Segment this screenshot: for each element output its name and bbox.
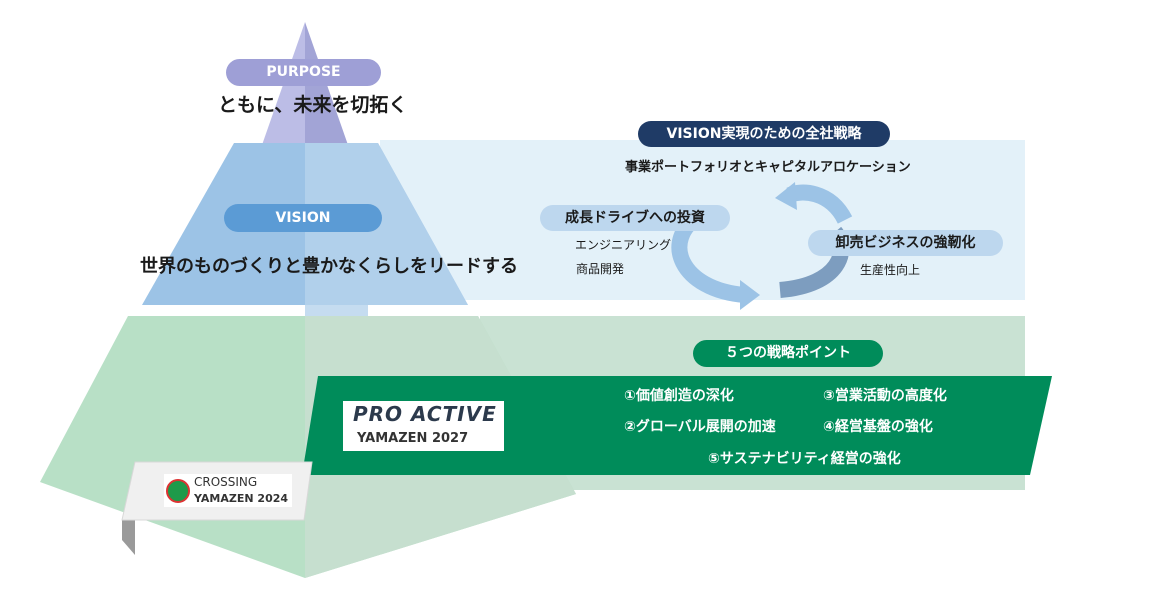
point-item: ①価値創造の深化: [624, 388, 734, 404]
points-title: ５つの戦略ポイント: [693, 340, 883, 367]
wholesale-item: 生産性向上: [860, 263, 921, 277]
point-item: ③営業活動の高度化: [823, 388, 947, 404]
wholesale-label: 卸売ビジネスの強靭化: [808, 230, 1003, 256]
vision-tier-highlight: [305, 143, 468, 350]
purpose-text: ともに、未来を切拓く: [218, 94, 408, 116]
crossing-emblem-icon: [166, 479, 190, 503]
vision-label: VISION: [224, 204, 382, 232]
point-item: ②グローバル展開の加速: [624, 419, 776, 435]
proactive-logo: PRO ACTIVE YAMAZEN 2027: [343, 401, 504, 451]
cycle-arrowhead-3: [775, 182, 797, 210]
proactive-logo-title: PRO ACTIVE: [353, 402, 497, 426]
strategy-title: VISION実現のための全社戦略: [638, 121, 890, 147]
growth-item: 商品開発: [576, 262, 625, 276]
ribbon-fold: [122, 520, 135, 555]
crossing-logo-title: CROSSING: [194, 475, 258, 489]
growth-label: 成長ドライブへの投資: [540, 205, 730, 231]
point-item: ⑤サステナビリティ経営の強化: [708, 451, 901, 467]
strategy-subtitle: 事業ポートフォリオとキャピタルアロケーション: [625, 160, 911, 175]
proactive-logo-subtitle: YAMAZEN 2027: [357, 431, 469, 446]
cycle-arrowhead-1: [740, 280, 760, 310]
growth-item: エンジニアリング: [575, 238, 672, 252]
crossing-logo: CROSSING YAMAZEN 2024: [164, 474, 292, 507]
crossing-logo-subtitle: YAMAZEN 2024: [194, 492, 289, 505]
vision-text: 世界のものづくりと豊かなくらしをリードする: [140, 256, 518, 277]
purpose-label: PURPOSE: [226, 59, 381, 86]
point-item: ④経営基盤の強化: [823, 419, 933, 435]
